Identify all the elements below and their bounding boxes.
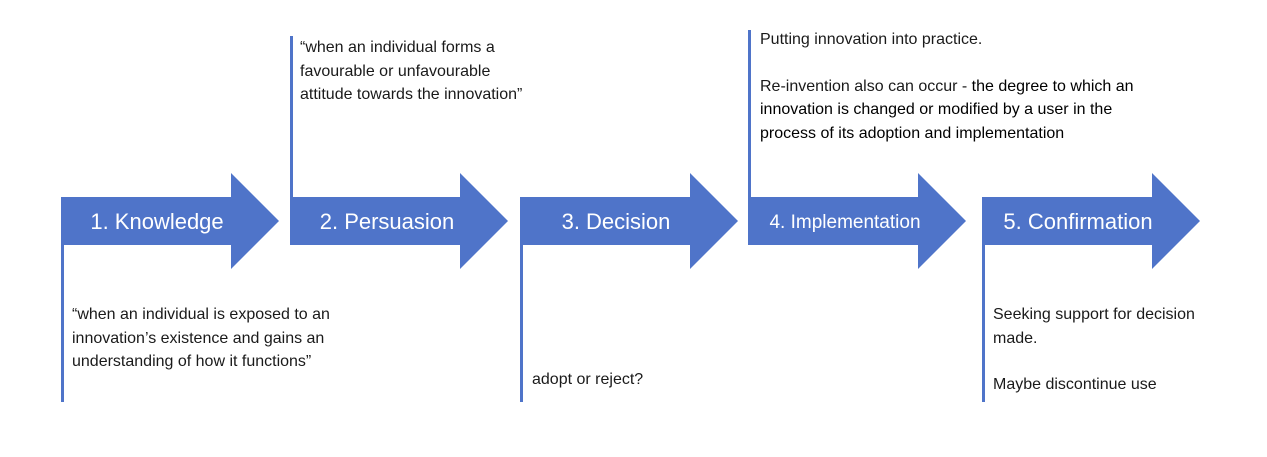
stage-label-knowledge: 1. Knowledge [90,209,223,234]
stage-label-confirmation: 5. Confirmation [1003,209,1152,234]
implementation-reinvention-lead: Re-invention also can occur - [760,77,972,95]
confirmation-note: Seeking support for decision made. Maybe… [993,303,1233,397]
persuasion-arrow [290,173,508,269]
knowledge-arrow [61,173,279,269]
implementation-reinvention-definition: the degree to which an innovation is cha… [760,77,1134,142]
implementation-arrow [748,173,966,269]
stage-label-implementation: 4. Implementation [769,212,920,233]
persuasion-note: “when an individual forms a favourable o… [300,36,540,107]
decision-note: adopt or reject? [532,368,732,392]
implementation-note: Putting innovation into practice. Re-inv… [760,28,1160,145]
persuasion-definition: “when an individual forms a favourable o… [300,39,523,103]
implementation-note-gap [760,52,1160,75]
implementation-intro: Putting innovation into practice. [760,31,983,48]
confirmation-discontinue: Maybe discontinue use [993,376,1157,393]
knowledge-definition: “when an individual is exposed to an inn… [72,306,330,370]
decision-arrow [520,173,738,269]
implementation-reinvention: Re-invention also can occur - the degree… [760,75,1160,146]
stage-label-persuasion: 2. Persuasion [320,209,455,234]
decision-question: adopt or reject? [532,371,644,388]
confirmation-arrow [982,173,1200,269]
confirmation-note-gap [993,350,1233,373]
confirmation-support: Seeking support for decision made. [993,306,1195,347]
knowledge-note: “when an individual is exposed to an inn… [72,303,334,374]
stage-label-decision: 3. Decision [562,209,671,234]
